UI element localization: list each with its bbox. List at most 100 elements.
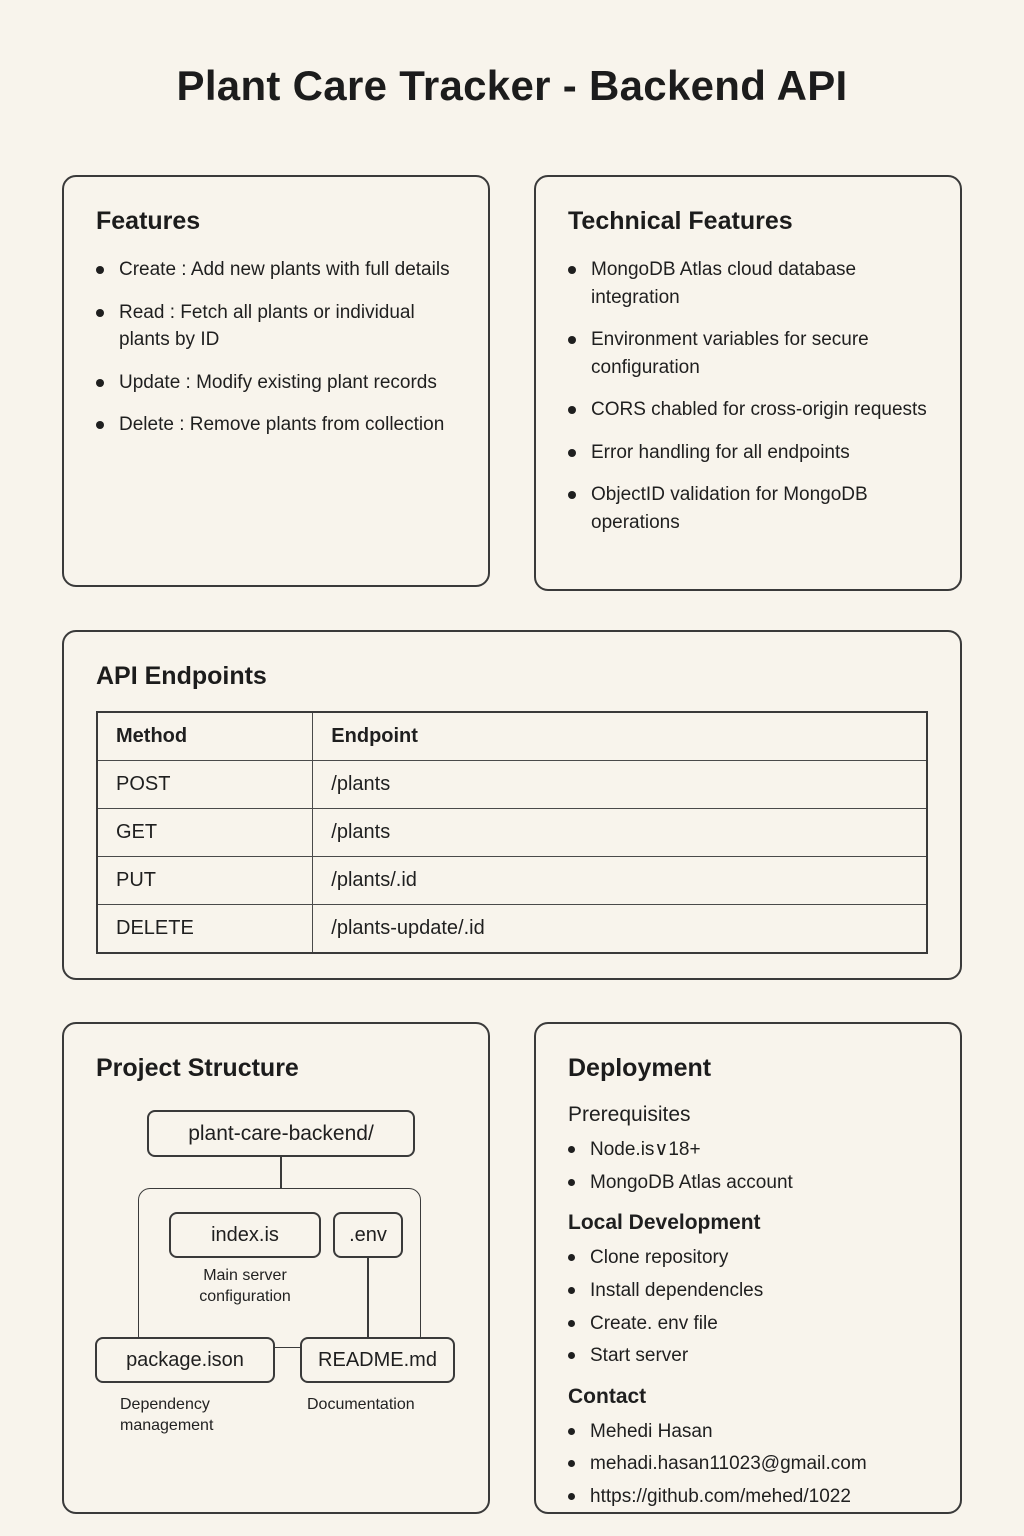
list-item: Create : Add new plants with full detail… bbox=[96, 256, 456, 284]
features-card: Features Create : Add new plants with fu… bbox=[62, 175, 490, 587]
page-title: Plant Care Tracker - Backend API bbox=[176, 62, 848, 109]
contact-name-text: Mehedi Hasan bbox=[590, 1420, 713, 1442]
list-item: Start server bbox=[568, 1343, 928, 1369]
connector-line bbox=[367, 1258, 369, 1337]
deployment-item-text: Node.is∨18+ bbox=[590, 1139, 701, 1160]
bullet-icon bbox=[568, 1254, 575, 1262]
deployment-item-text: MongoDB Atlas account bbox=[590, 1171, 793, 1193]
list-item: mehadi.hasan11023@gmail.com bbox=[568, 1451, 928, 1477]
list-item: https://github.com/mehed/1022 bbox=[568, 1484, 928, 1510]
feature-text: Create : Add new plants with full detail… bbox=[119, 259, 450, 280]
deployment-item-text: Install dependencles bbox=[590, 1279, 764, 1301]
method-cell: DELETE bbox=[96, 904, 314, 954]
bullet-icon bbox=[568, 1146, 575, 1153]
project-structure-card: Project Structure plant-care-backend/ in… bbox=[62, 1022, 490, 1514]
feature-text: Delete : Remove plants from collection bbox=[119, 414, 445, 436]
prerequisites-list: Node.is∨18+ MongoDB Atlas account bbox=[568, 1137, 928, 1195]
bullet-icon bbox=[568, 448, 576, 457]
table-header-row: Method Endpoint bbox=[96, 711, 928, 761]
endpoint-cell: /plants/.id bbox=[312, 856, 928, 905]
list-item: Update : Modify existing plant records bbox=[96, 369, 456, 397]
bullet-icon bbox=[568, 1493, 575, 1501]
index-file-caption: Main server configuration bbox=[199, 1267, 291, 1305]
node-index-file: index.is bbox=[169, 1212, 321, 1258]
node-env-file: .env bbox=[333, 1212, 403, 1258]
connector-line bbox=[280, 1157, 282, 1188]
technical-features-heading: Technical Features bbox=[568, 207, 793, 235]
node-package-file: package.ison bbox=[95, 1337, 275, 1383]
project-structure-diagram: plant-care-backend/ index.is .env Main s… bbox=[66, 1110, 490, 1490]
deployment-item-text: Start server bbox=[590, 1345, 689, 1367]
list-item: CORS chabled for cross-origin requests bbox=[568, 396, 928, 424]
bullet-icon bbox=[568, 1319, 575, 1327]
prerequisites-heading: Prerequisites bbox=[568, 1103, 691, 1126]
tech-feature-text: Error handling for all endpoints bbox=[591, 441, 850, 463]
list-item: MongoDB Atlas account bbox=[568, 1170, 928, 1196]
deployment-card: Deployment Prerequisites Node.is∨18+ Mon… bbox=[534, 1022, 962, 1514]
node-root-folder: plant-care-backend/ bbox=[147, 1110, 415, 1157]
list-item: Delete : Remove plants from collection bbox=[96, 411, 456, 439]
api-endpoints-heading: API Endpoints bbox=[96, 662, 267, 690]
bullet-icon bbox=[568, 406, 576, 415]
endpoint-cell: /plants-update/.id bbox=[312, 904, 928, 954]
bullet-icon bbox=[568, 336, 576, 345]
table-row: DELETE /plants-update/.id bbox=[96, 904, 928, 954]
method-cell: GET bbox=[96, 808, 314, 857]
features-list: Create : Add new plants with full detail… bbox=[96, 256, 456, 439]
features-heading: Features bbox=[96, 207, 201, 235]
local-development-list: Clone repository Install dependencles Cr… bbox=[568, 1245, 928, 1369]
endpoint-cell: /plants bbox=[312, 808, 928, 857]
bullet-icon bbox=[96, 421, 104, 430]
method-cell: POST bbox=[96, 760, 314, 809]
tech-feature-text: CORS chabled for cross-origin requests bbox=[591, 399, 927, 421]
deployment-item-text: Create. env file bbox=[590, 1312, 718, 1334]
table-row: POST /plants bbox=[96, 760, 928, 809]
column-header-endpoint: Endpoint bbox=[312, 711, 928, 761]
list-item: Create. env file bbox=[568, 1311, 928, 1337]
bullet-icon bbox=[568, 266, 576, 274]
contact-email-text: mehadi.hasan11023@gmail.com bbox=[590, 1453, 867, 1475]
list-item: Mehedi Hasan bbox=[568, 1419, 928, 1445]
list-item: Node.is∨18+ bbox=[568, 1137, 928, 1163]
list-item: Read : Fetch all plants or individual pl… bbox=[96, 299, 456, 354]
bullet-icon bbox=[568, 1286, 575, 1294]
group-rect bbox=[138, 1188, 421, 1348]
table-row: PUT /plants/.id bbox=[96, 856, 928, 905]
table-row: GET /plants bbox=[96, 808, 928, 857]
feature-text: Update : Modify existing plant records bbox=[119, 371, 437, 393]
list-item: Clone repository bbox=[568, 1245, 928, 1271]
deployment-item-text: Clone repository bbox=[590, 1247, 729, 1269]
technical-features-list: MongoDB Atlas cloud database integration… bbox=[568, 256, 928, 536]
method-cell: PUT bbox=[96, 856, 314, 905]
bullet-icon bbox=[96, 266, 104, 274]
list-item: Environment variables for secure configu… bbox=[568, 326, 928, 381]
list-item: MongoDB Atlas cloud database integration bbox=[568, 256, 928, 311]
project-structure-heading: Project Structure bbox=[96, 1054, 299, 1082]
bullet-icon bbox=[568, 1427, 575, 1435]
endpoint-cell: /plants bbox=[312, 760, 928, 809]
technical-features-card: Technical Features MongoDB Atlas cloud d… bbox=[534, 175, 962, 591]
feature-text: Read : Fetch all plants or individual pl… bbox=[119, 301, 415, 351]
deployment-heading: Deployment bbox=[568, 1054, 712, 1082]
list-item: Error handling for all endpoints bbox=[568, 439, 928, 467]
list-item: ObjectID validation for MongoDB operatio… bbox=[568, 481, 928, 536]
column-header-method: Method bbox=[96, 711, 314, 761]
bullet-icon bbox=[96, 378, 104, 387]
tech-feature-text: MongoDB Atlas cloud database integration bbox=[591, 259, 857, 308]
bullet-icon bbox=[568, 491, 576, 500]
package-file-caption: Dependency management bbox=[120, 1396, 214, 1434]
contact-list: Mehedi Hasan mehadi.hasan11023@gmail.com… bbox=[568, 1419, 928, 1510]
api-endpoints-card: API Endpoints Method Endpoint POST /plan… bbox=[62, 630, 962, 980]
contact-heading: Contact bbox=[568, 1384, 647, 1408]
local-development-heading: Local Development bbox=[568, 1211, 761, 1235]
bullet-icon bbox=[96, 308, 104, 317]
bullet-icon bbox=[568, 1460, 575, 1468]
tech-feature-text: ObjectID validation for MongoDB operatio… bbox=[591, 484, 868, 533]
bullet-icon bbox=[568, 1352, 575, 1360]
contact-url-text: https://github.com/mehed/1022 bbox=[590, 1486, 851, 1508]
list-item: Install dependencles bbox=[568, 1278, 928, 1304]
readme-file-caption: Documentation bbox=[307, 1396, 415, 1413]
node-readme-file: README.md bbox=[300, 1337, 455, 1383]
bullet-icon bbox=[568, 1178, 575, 1186]
api-endpoints-table: Method Endpoint POST /plants GET /plants… bbox=[96, 711, 928, 954]
